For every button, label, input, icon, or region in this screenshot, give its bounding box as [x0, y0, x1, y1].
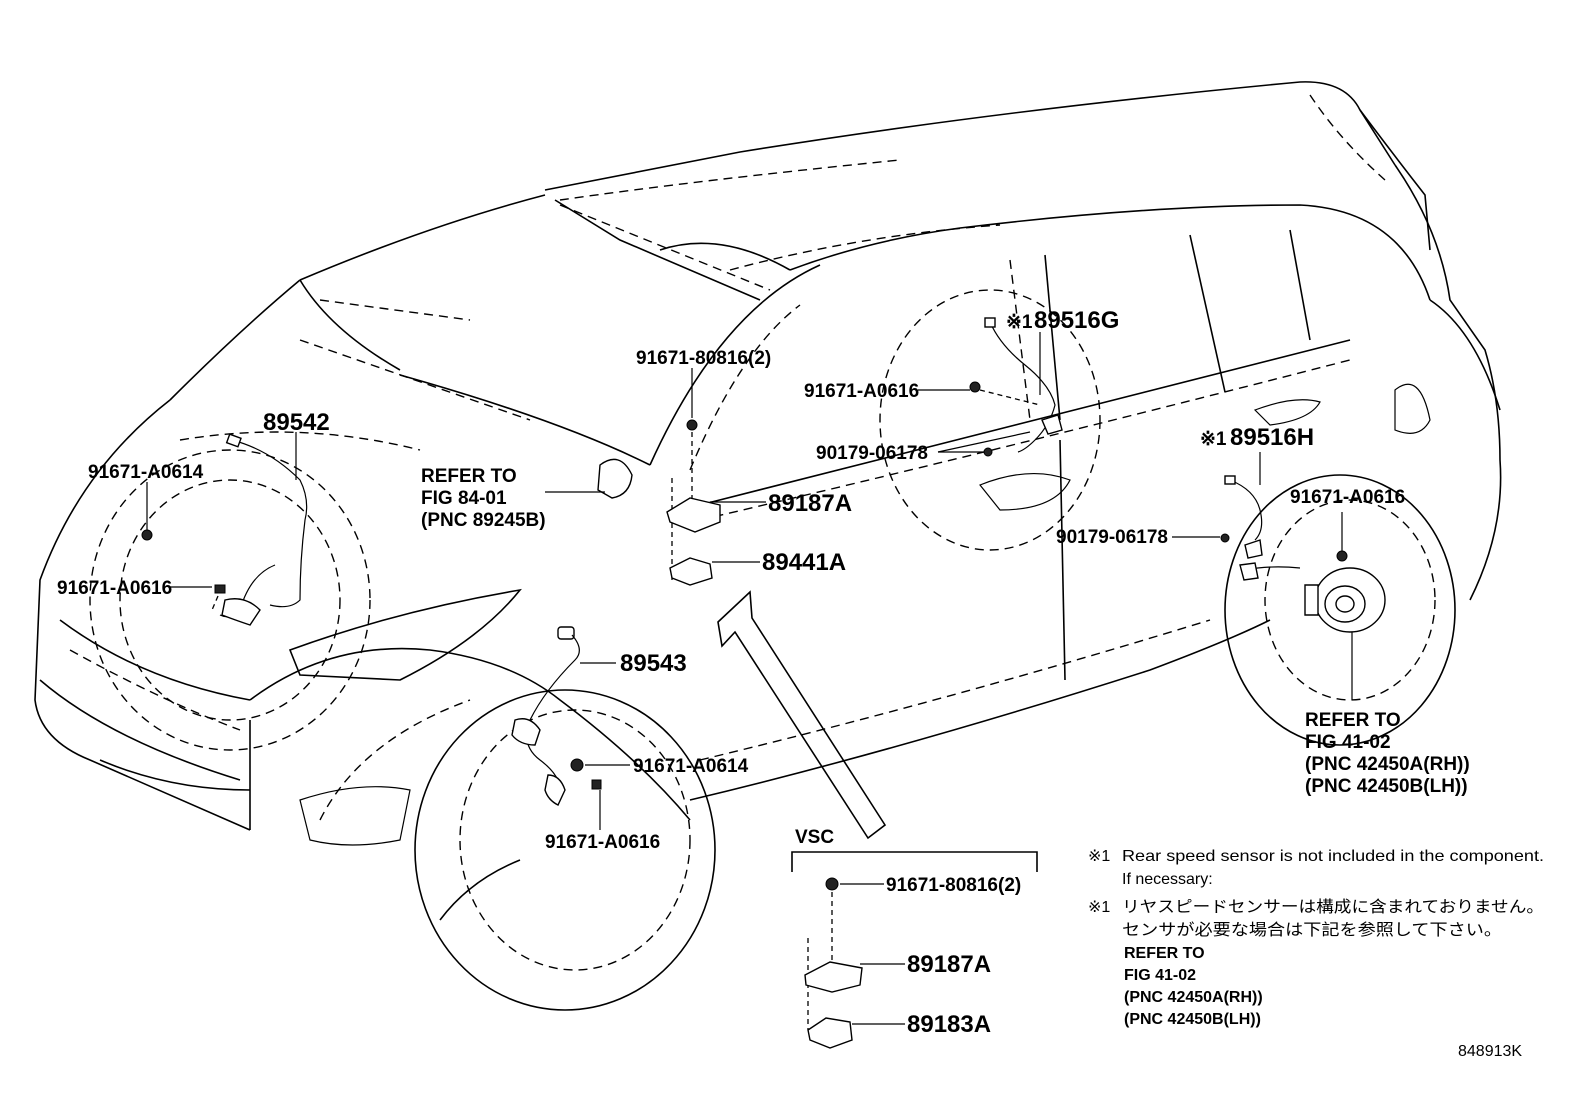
vsc-callout-89187A: 89187A — [907, 951, 991, 978]
rear-sensor-89516G — [969, 317, 1063, 457]
note-jp-line2: センサが必要な場合は下記を参照して下さい。 — [1122, 921, 1502, 939]
rear-hub-bearing — [1304, 550, 1386, 633]
note-refer-to: REFER TO — [1124, 945, 1205, 962]
callout-89187A: 89187A — [768, 490, 852, 517]
callout-89543: 89543 — [620, 650, 687, 677]
callout-91671-A0616-mid: 91671-A0616 — [545, 832, 660, 853]
note-jp-line1: リヤスピードセンサーは構成に含まれておりません。 — [1122, 898, 1544, 916]
note-fig-41-02: FIG 41-02 — [1124, 967, 1196, 984]
callout-pnc-42450B: (PNC 42450B(LH)) — [1305, 776, 1468, 797]
callout-89516H: 89516H — [1230, 424, 1314, 451]
illustration-id: 848913K — [1458, 1043, 1522, 1060]
callout-90179-upper: 90179-06178 — [816, 443, 928, 464]
callout-89441A: 89441A — [762, 549, 846, 576]
callout-91671-A0614-mid: 91671-A0614 — [633, 756, 749, 777]
callout-91671-A0616-upper: 91671-A0616 — [804, 381, 919, 402]
wheels — [89, 289, 1456, 1011]
callout-89516G: 89516G — [1034, 307, 1119, 334]
car-body-outline — [34, 81, 1502, 921]
note-en-line2: If necessary: — [1122, 871, 1213, 888]
vsc-callout-89183A: 89183A — [907, 1011, 991, 1038]
note-pnc-42450A: (PNC 42450A(RH)) — [1124, 989, 1263, 1006]
callout-fig-41-02: FIG 41-02 — [1305, 732, 1391, 753]
callout-refer-to-41: REFER TO — [1305, 710, 1401, 731]
front-speed-sensor-89542 — [141, 433, 308, 626]
rear-sensor-89516H — [1220, 475, 1301, 581]
front-speed-sensor-89543 — [511, 626, 602, 806]
vsc-title: VSC — [795, 827, 834, 848]
vsc-labels: VSC 91671-80816(2) 89187A 89183A — [795, 827, 1021, 1038]
callout-pnc-89245B: (PNC 89245B) — [421, 510, 546, 531]
callout-91671-A0616-front: 91671-A0616 — [57, 578, 172, 599]
view-arrow — [717, 590, 887, 840]
brackets-center — [597, 419, 721, 586]
vsc-callout-bolt: 91671-80816(2) — [886, 875, 1021, 896]
callout-91671-A0614-front: 91671-A0614 — [88, 462, 204, 483]
callout-89516H-mark: ※1 — [1200, 429, 1227, 450]
vsc-detail — [791, 851, 1038, 1049]
callout-fig-84-01: FIG 84-01 — [421, 488, 507, 509]
footnotes: ※1 Rear speed sensor is not included in … — [1088, 848, 1544, 1028]
note-mark-jp: ※1 — [1088, 899, 1110, 916]
callout-91671-80816: 91671-80816(2) — [636, 348, 771, 369]
callout-89542: 89542 — [263, 409, 330, 436]
callout-pnc-42450A: (PNC 42450A(RH)) — [1305, 754, 1470, 775]
note-en-line1: Rear speed sensor is not included in the… — [1122, 848, 1544, 865]
callout-refer-to-84: REFER TO — [421, 466, 517, 487]
note-pnc-42450B: (PNC 42450B(LH)) — [1124, 1011, 1261, 1028]
leader-lines — [146, 332, 1353, 1025]
part-callouts: 89542 91671-A0614 91671-A0616 REFER TO F… — [57, 307, 1470, 853]
callout-91671-A0616-rear: 91671-A0616 — [1290, 487, 1405, 508]
callout-89516G-mark: ※1 — [1006, 312, 1033, 333]
callout-90179-rear: 90179-06178 — [1056, 527, 1168, 548]
note-mark-en: ※1 — [1088, 848, 1110, 865]
